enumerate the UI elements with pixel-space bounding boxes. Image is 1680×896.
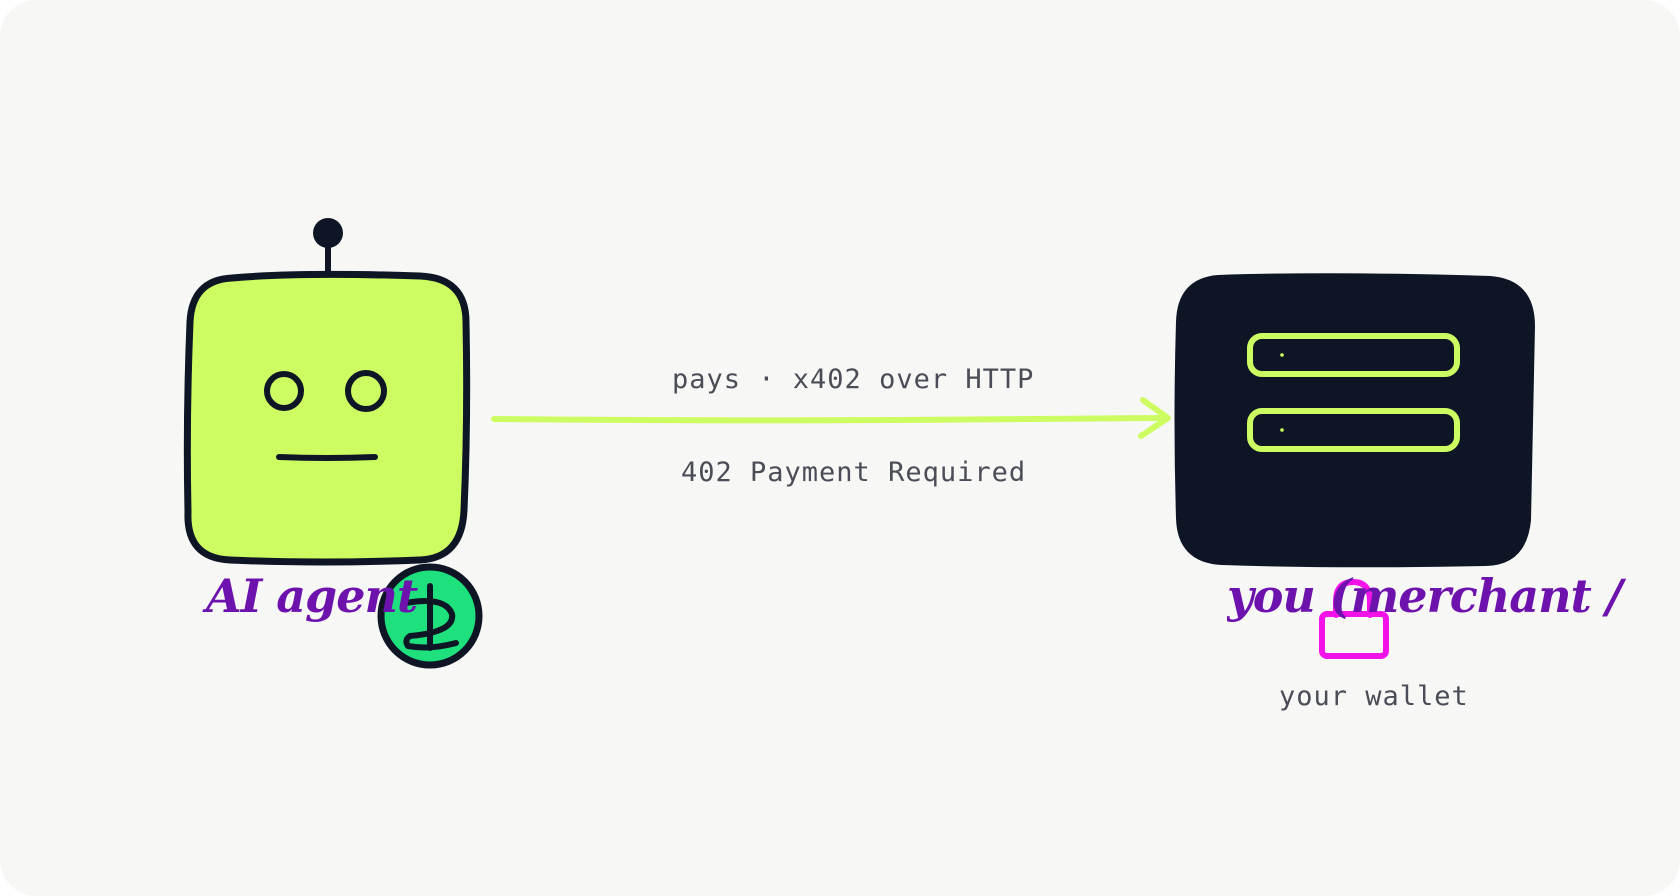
request-edge-label: pays · x402 over HTTP — [672, 364, 1035, 395]
request-arrow — [491, 397, 1171, 439]
server-icon — [1174, 273, 1536, 568]
agent-label: AI agent — [206, 569, 418, 623]
coin-icon — [377, 563, 483, 669]
wallet-label: your wallet — [1279, 681, 1469, 712]
robot-icon — [183, 218, 471, 566]
lock-icon — [1319, 578, 1389, 659]
response-edge-label: 402 Payment Required — [681, 457, 1027, 488]
merchant-label: you (merchant / API — [1227, 569, 1627, 623]
